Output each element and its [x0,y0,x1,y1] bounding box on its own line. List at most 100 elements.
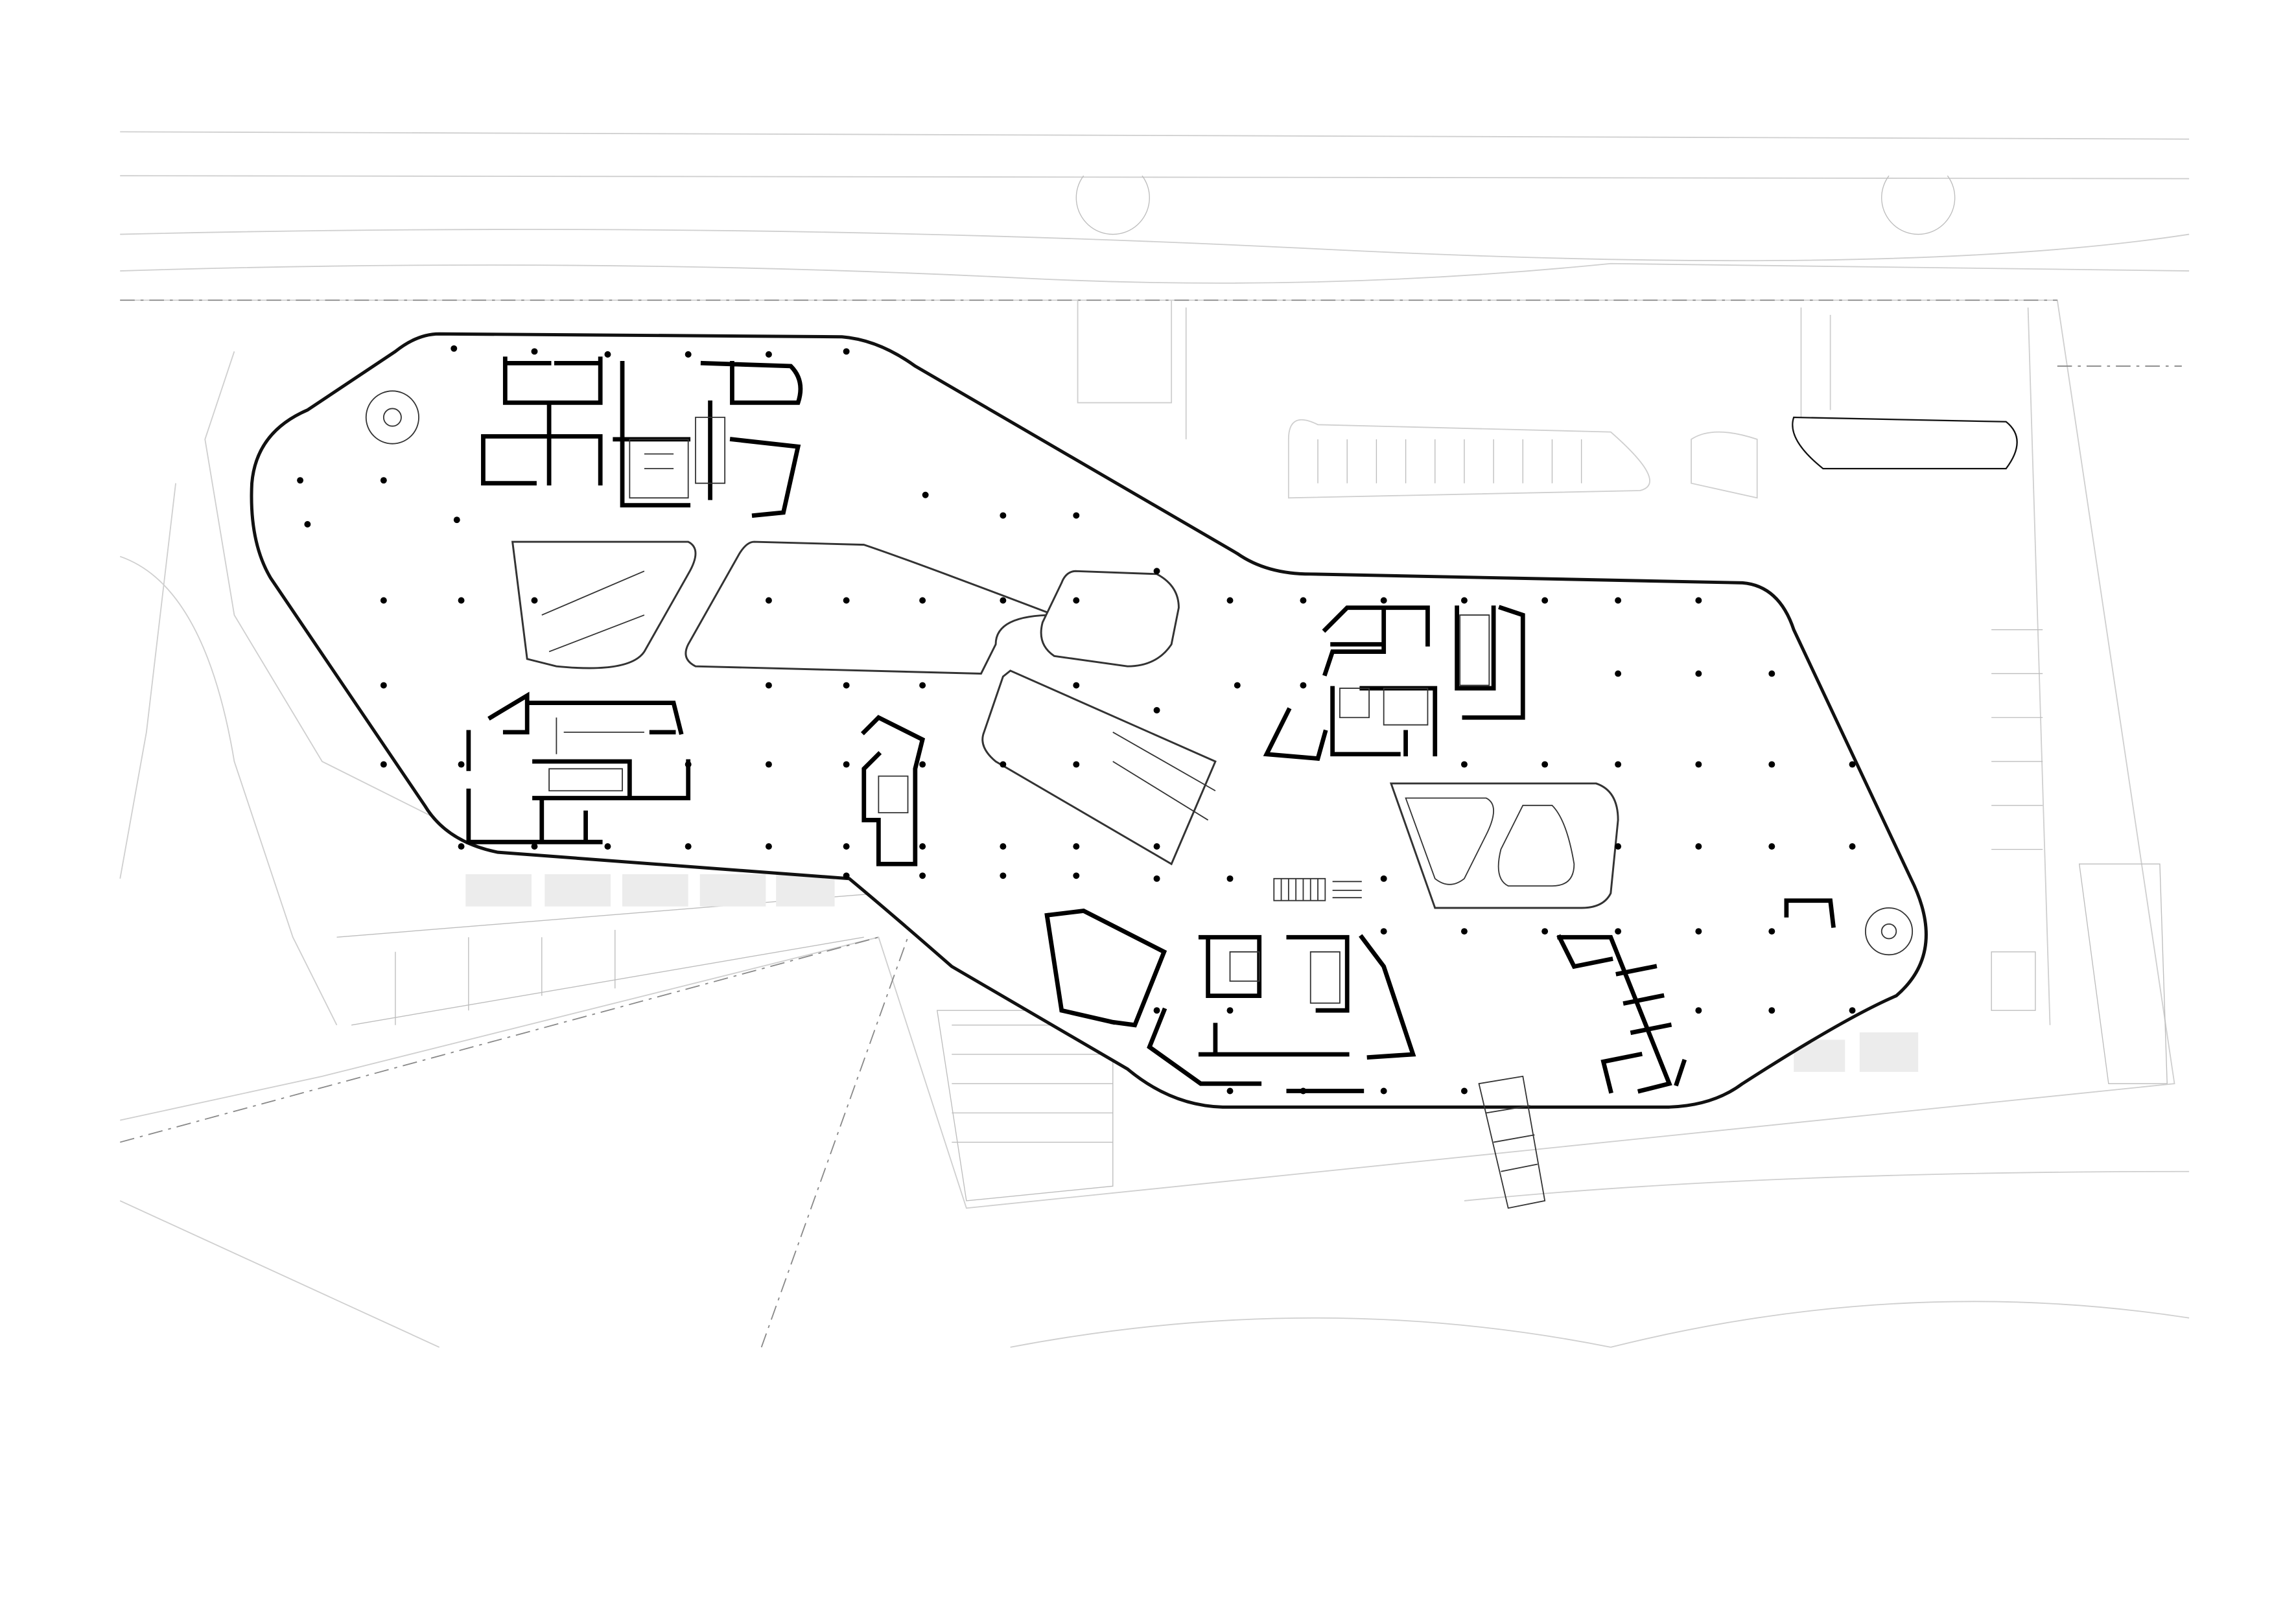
column [453,516,460,524]
column [1226,1007,1234,1014]
column [604,843,611,850]
column [1615,928,1622,935]
column [380,597,387,604]
column [1615,843,1622,850]
column [1849,1007,1856,1014]
column [1849,843,1856,850]
column [1000,761,1007,768]
column [1615,670,1622,677]
column [1541,597,1549,604]
column [765,351,772,358]
column [1695,761,1702,768]
column [531,597,538,604]
column [1460,928,1468,935]
column [1695,597,1702,604]
column [1000,512,1007,519]
column [843,761,850,768]
column [1300,682,1307,689]
atrium-voids [511,540,1619,909]
column [304,520,311,528]
core-east [1263,605,1525,761]
column [1768,670,1775,677]
column [919,761,926,768]
column [1460,597,1468,604]
column [1380,1087,1387,1095]
column [1226,1087,1234,1095]
column [1073,597,1080,604]
column [1380,928,1387,935]
core-central [860,715,926,866]
column [1300,1087,1307,1095]
column [1073,843,1080,850]
column [1073,761,1080,768]
column [1768,843,1775,850]
column [1073,512,1080,519]
column [1615,597,1622,604]
site-context [119,131,2190,1348]
column [1460,761,1468,768]
column [1153,568,1160,575]
shaded-areas [465,874,1919,1073]
column [297,477,304,484]
column [1695,670,1702,677]
column [765,682,772,689]
column [765,761,772,768]
column [765,597,772,604]
column [919,843,926,850]
column [1153,843,1160,850]
column [685,843,692,850]
column [1000,597,1007,604]
column [380,682,387,689]
core-north-west [481,356,803,518]
column [451,345,458,352]
column [604,351,611,358]
stairs [365,390,1914,1209]
column [1000,843,1007,850]
column [458,843,465,850]
core-west [466,691,691,844]
structural-columns [297,345,1856,1095]
column [843,348,850,355]
column [1073,682,1080,689]
column [1615,761,1622,768]
column [380,761,387,768]
column [843,682,850,689]
column [765,843,772,850]
column [843,843,850,850]
column [1541,928,1549,935]
column [458,761,465,768]
column [1000,872,1007,879]
column [919,872,926,879]
column [1460,1087,1468,1095]
core-south [1044,909,1416,1093]
column [1073,872,1080,879]
core-south-east [1556,898,1836,1094]
column [685,761,692,768]
column [1153,875,1160,882]
column [1300,597,1307,604]
column [1695,843,1702,850]
column [1768,1007,1775,1014]
column [458,597,465,604]
column [685,351,692,358]
column [919,682,926,689]
column [843,872,850,879]
column [919,597,926,604]
column [1541,761,1549,768]
column [1768,761,1775,768]
column [1153,706,1160,713]
column [1380,875,1387,882]
column [922,491,929,498]
column [531,348,538,355]
column [1234,682,1241,689]
column [1226,597,1234,604]
column [1695,928,1702,935]
column [1226,875,1234,882]
column [1153,1007,1160,1014]
column [1695,1007,1702,1014]
column [1768,928,1775,935]
column [380,477,387,484]
column [843,597,850,604]
column [1849,761,1856,768]
